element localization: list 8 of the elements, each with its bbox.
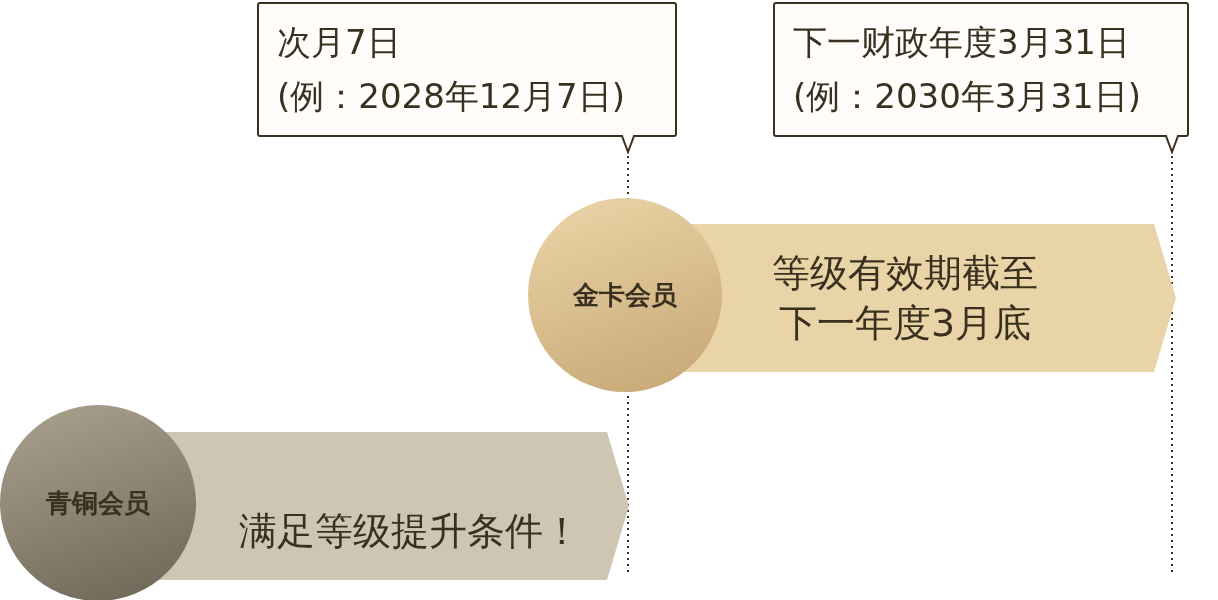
callout-text: (例：2030年3月31日) [793,75,1141,118]
banner-text: 等级有效期截至下一年度3月底 [771,250,1039,347]
callout-text: 下一财政年度3月31日 [793,21,1130,64]
banner-text: 满足等级提升条件！ [238,508,582,555]
callout-text: (例：2028年12月7日) [277,75,625,118]
badge-label: 青铜会员 [46,486,150,520]
badge-label: 金卡会员 [573,278,677,312]
callout-text: 次月7日 [277,21,401,64]
